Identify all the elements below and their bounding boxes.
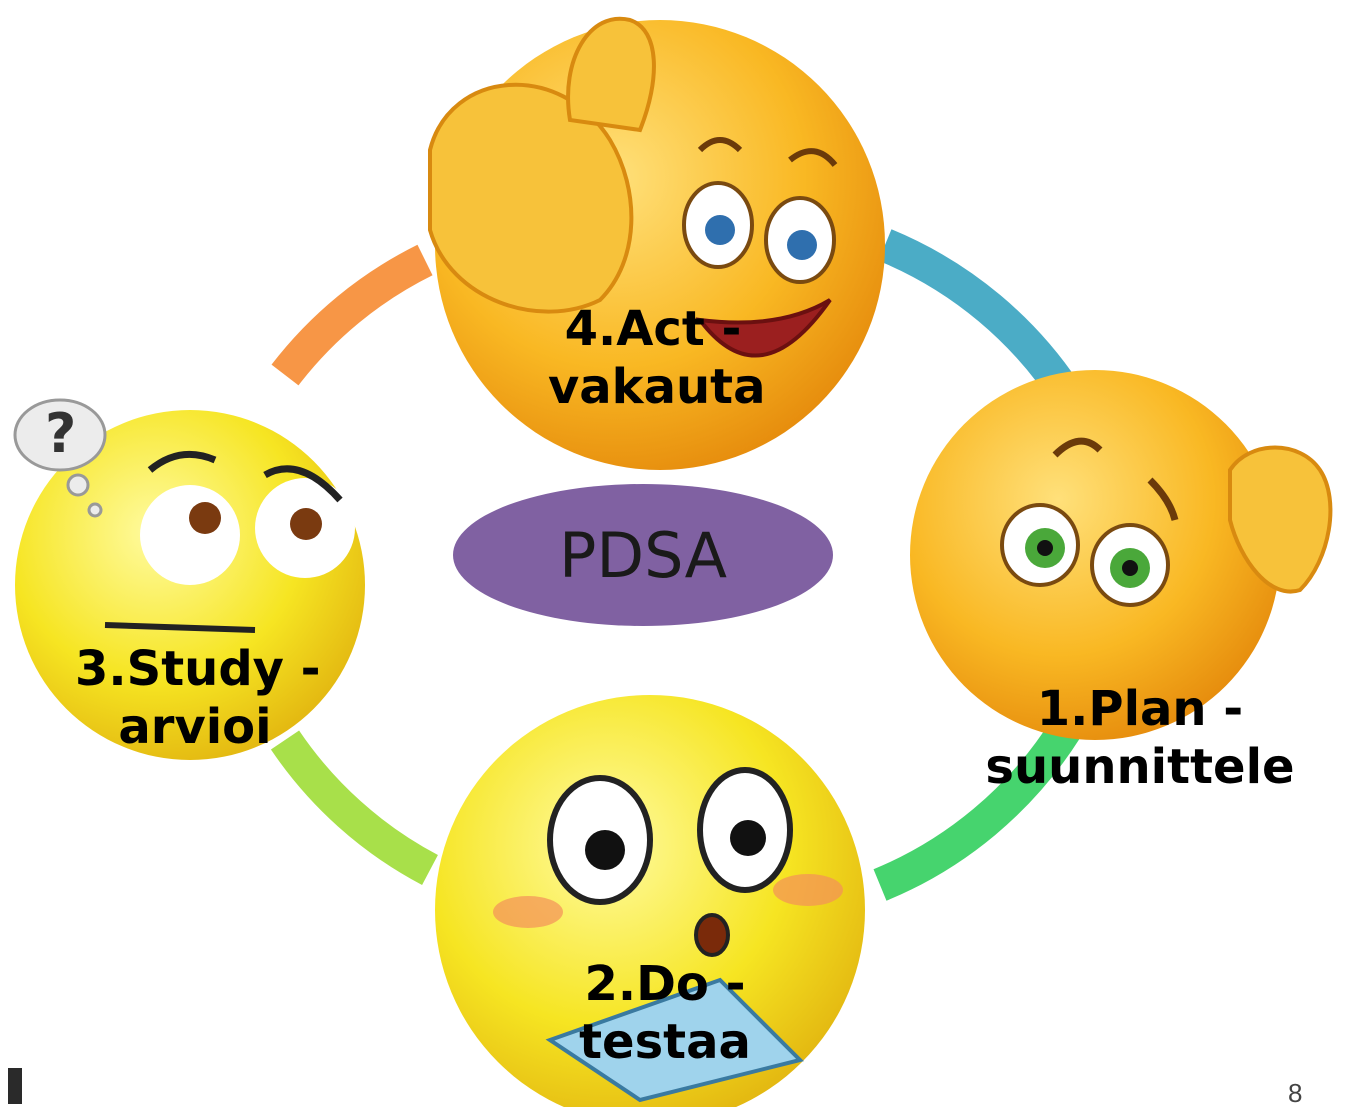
arc-plan-to-do <box>873 720 1080 901</box>
step-label-plan: 1.Plan - suunnittele <box>985 680 1295 796</box>
step-label-study-line1: 3.Study - <box>75 641 321 697</box>
thinking-question-smiley-icon: ? <box>13 398 365 760</box>
logo-icon <box>8 1068 22 1104</box>
svg-text:?: ? <box>45 402 76 465</box>
step-label-study-line2: arvioi <box>118 699 272 755</box>
pdsa-center-ellipse <box>453 484 833 626</box>
step-label-plan-line2: suunnittele <box>985 739 1295 795</box>
surprised-fan-smiley-icon <box>435 695 865 1107</box>
step-label-do-line1: 2.Do - <box>584 956 746 1012</box>
step-label-act-line1: 4.Act - <box>564 301 742 357</box>
step-label-do: 2.Do - testaa <box>560 955 770 1071</box>
step-label-study: 3.Study - arvioi <box>75 640 321 756</box>
thumbs-up-smiley-icon <box>428 16 885 470</box>
arc-act-to-plan <box>878 229 1085 410</box>
center-label: PDSA <box>558 518 728 592</box>
arc-do-to-study <box>270 730 439 886</box>
step-label-act-line2: vakauta <box>548 359 766 415</box>
step-label-plan-line1: 1.Plan - <box>1036 681 1244 737</box>
step-label-do-line2: testaa <box>579 1014 751 1070</box>
step-label-act: 4.Act - vakauta <box>548 300 766 416</box>
arc-study-to-act <box>271 244 433 386</box>
worried-scratching-head-smiley-icon <box>910 370 1333 740</box>
page-number: 8 <box>1288 1078 1303 1108</box>
